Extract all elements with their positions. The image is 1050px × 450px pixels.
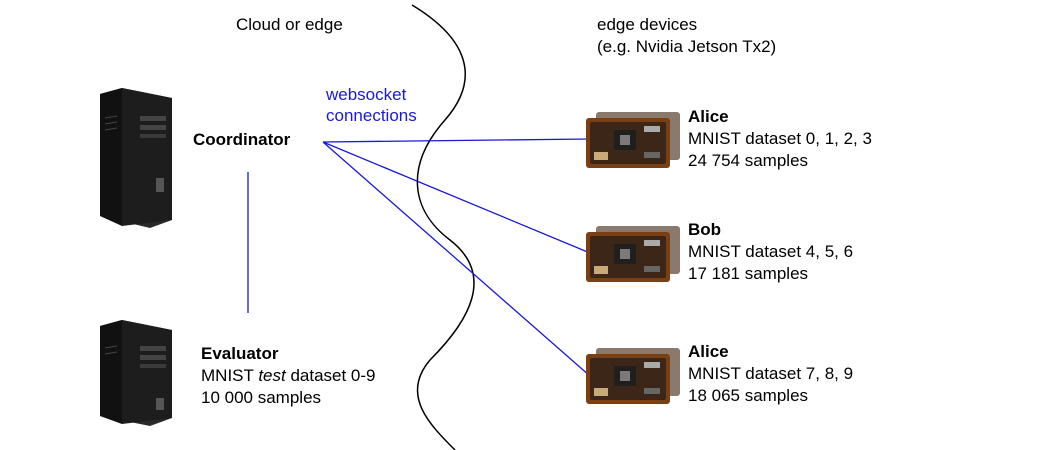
device-name: Alice xyxy=(688,107,729,126)
connection-label-line2: connections xyxy=(326,106,417,125)
computer-tower-icon xyxy=(100,320,172,426)
cloud-edge-divider xyxy=(411,4,475,450)
device-dataset: MNIST dataset 0, 1, 2, 3 xyxy=(688,129,872,148)
connection-line-alice-2 xyxy=(322,141,591,377)
edge-region-label: edge devices xyxy=(597,15,698,34)
device-samples: 24 754 samples xyxy=(688,151,809,170)
evaluator-dataset: MNIST test dataset 0-9 xyxy=(201,365,376,387)
device-dataset: MNIST dataset 7, 8, 9 xyxy=(688,364,854,383)
device-name: Alice xyxy=(688,342,729,361)
device-samples: 17 181 samples xyxy=(688,264,809,283)
evaluator-dataset-suffix: dataset 0-9 xyxy=(285,366,376,385)
evaluator-dataset-emphasis: test xyxy=(258,366,286,385)
evaluator-dataset-prefix: MNIST xyxy=(201,366,259,385)
coordinator-label: Coordinator xyxy=(193,130,291,149)
cloud-region-label: Cloud or edge xyxy=(236,15,343,34)
device-name: Bob xyxy=(688,220,722,239)
jetson-board-icon xyxy=(586,226,680,282)
jetson-board-icon xyxy=(586,112,680,168)
edge-region-sublabel: (e.g. Nvidia Jetson Tx2) xyxy=(597,37,777,56)
connection-line-alice-1 xyxy=(322,138,591,143)
device-samples: 18 065 samples xyxy=(688,386,809,405)
computer-tower-icon xyxy=(100,88,172,228)
connection-line-bob xyxy=(322,141,591,254)
connection-label: websocket xyxy=(326,85,407,104)
evaluator-samples: 10 000 samples xyxy=(201,388,322,407)
device-dataset: MNIST dataset 4, 5, 6 xyxy=(688,242,854,261)
jetson-board-icon xyxy=(586,348,680,404)
evaluator-label: Evaluator xyxy=(201,344,279,363)
